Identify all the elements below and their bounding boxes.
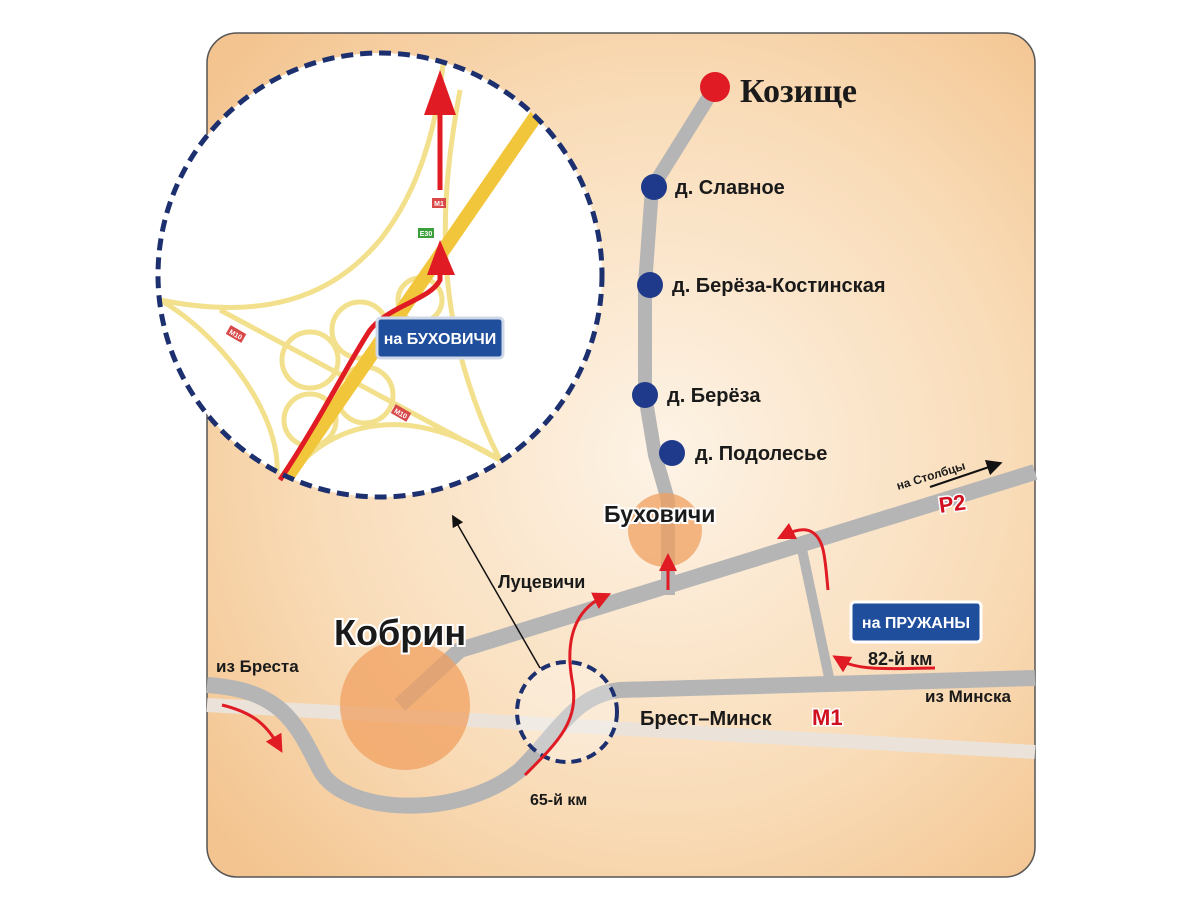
town-buhovichi-area <box>628 493 702 567</box>
village-label: д. Славное <box>675 177 785 199</box>
to-stolbcy-arrow <box>929 459 1003 488</box>
town-kobrin-area <box>340 640 470 770</box>
route-main <box>523 592 612 777</box>
interchange-65km-circle[interactable] <box>515 660 619 764</box>
inset-dashed-border <box>155 50 605 500</box>
village-label: д. Берёза <box>667 385 761 407</box>
road-pruzhany <box>795 538 835 684</box>
route-pruzhany-arrow <box>776 522 830 591</box>
interchange-inset: M1 E30 M10 M10 на БУХОВИЧИ <box>155 50 605 500</box>
code-e30: E30 <box>420 231 433 238</box>
from-brest-label: из Бреста <box>216 657 299 676</box>
village-label: д. Подолесье <box>695 443 827 465</box>
sign-buhovichi-text: на БУХОВИЧИ <box>384 331 497 348</box>
village-label: д. Берёза-Костинская <box>672 275 886 297</box>
route-from-minsk-arrow <box>832 655 936 673</box>
village-marker <box>659 440 685 466</box>
inset-arrow-buhovichi <box>427 240 455 275</box>
km82-label: 82-й км <box>868 649 932 669</box>
road-m1 <box>206 670 1036 814</box>
inset-route <box>277 260 443 482</box>
route-from-brest-arrow <box>221 703 283 753</box>
town-label-lucevichi: Луцевичи <box>498 572 585 592</box>
zoom-pointer-arrow <box>452 514 541 669</box>
km65-label: 65-й км <box>530 792 587 809</box>
road-m1-code: M1 <box>812 705 843 730</box>
code-m1: M1 <box>434 201 444 208</box>
road-p2-code: P2 <box>937 489 967 518</box>
town-label-buhovichi: Буховичи <box>604 501 715 527</box>
town-label-kobrin: Кобрин <box>334 612 466 653</box>
village-marker <box>637 272 663 298</box>
inset-road-codes: M1 E30 M10 M10 <box>225 198 446 422</box>
sign-pruzhany: на ПРУЖАНЫ <box>849 600 983 644</box>
village-marker <box>641 174 667 200</box>
from-minsk-label: из Минска <box>925 687 1011 706</box>
sign-pruzhany-text: на ПРУЖАНЫ <box>862 615 970 632</box>
road-m1-name: Брест–Минск <box>640 708 773 730</box>
destination-marker <box>700 72 730 102</box>
inset-arrow-north-head <box>424 70 456 115</box>
village-marker <box>632 382 658 408</box>
destination-label: Козище <box>740 73 857 110</box>
